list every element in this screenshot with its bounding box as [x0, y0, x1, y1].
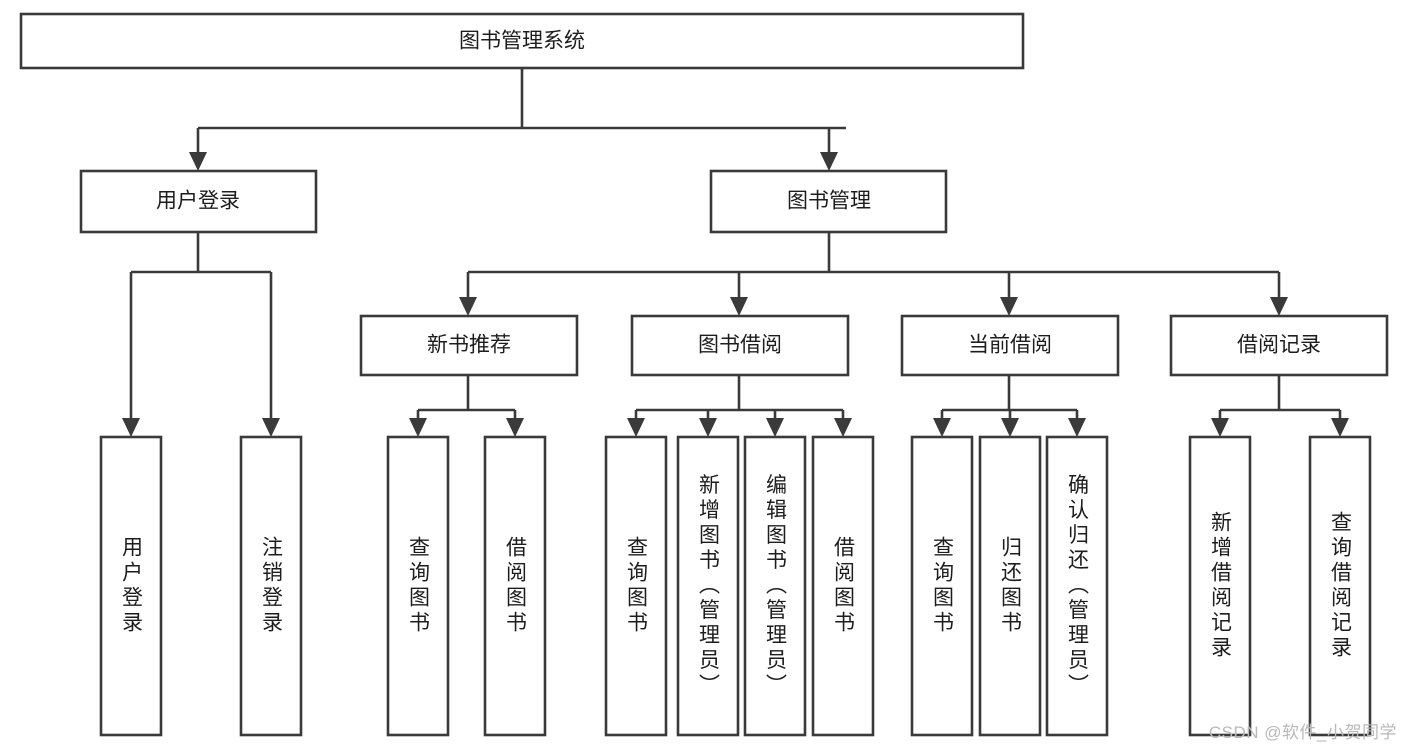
arrowhead-new-book-recommend [459, 297, 477, 316]
leaf-query-record-box[interactable] [1308, 435, 1372, 737]
arrowhead-leaf-confirm-return [1068, 418, 1086, 437]
leaf-query-book-1-box[interactable] [386, 435, 450, 737]
node-user-login-label: 用户登录 [156, 190, 240, 213]
arrowhead-leaf-add-book [699, 418, 717, 437]
leaf-user-logout-label: 注销登录 [260, 536, 284, 636]
leaf-query-book-3[interactable]: 查询图书 [910, 435, 974, 737]
node-book-borrow[interactable]: 图书借阅 [630, 314, 850, 377]
leaf-add-record-box[interactable] [1188, 435, 1252, 737]
arrowhead-leaf-borrow-book-2 [834, 418, 852, 437]
leaf-confirm-return-box[interactable] [1045, 435, 1109, 737]
leaf-user-logout-box[interactable] [239, 435, 303, 737]
leaf-borrow-book-1[interactable]: 借阅图书 [483, 435, 547, 737]
leaf-query-book-2-box[interactable] [604, 435, 668, 737]
node-book-management[interactable]: 图书管理 [709, 169, 948, 234]
leaf-add-book[interactable]: 新增图书（管理员） [676, 435, 740, 737]
leaf-user-login[interactable]: 用户登录 [99, 435, 163, 737]
node-current-borrow-label: 当前借阅 [968, 334, 1052, 357]
arrowhead-leaf-return-book [1001, 418, 1019, 437]
arrowhead-current-borrow [1000, 297, 1018, 316]
leaf-confirm-return[interactable]: 确认归还（管理员） [1045, 435, 1109, 737]
leaf-add-record[interactable]: 新增借阅记录 [1188, 435, 1252, 737]
leaf-borrow-book-1-box[interactable] [483, 435, 547, 737]
arrowhead-leaf-borrow-book-1 [506, 418, 524, 437]
node-borrow-record[interactable]: 借阅记录 [1169, 314, 1389, 377]
leaf-return-book[interactable]: 归还图书 [978, 435, 1042, 737]
arrowhead-leaf-add-record [1211, 418, 1229, 437]
connector-group [122, 68, 1349, 437]
leaf-edit-book-box[interactable] [743, 435, 807, 737]
arrowhead-leaf-edit-book [766, 418, 784, 437]
leaf-query-book-1-label: 查询图书 [407, 536, 431, 636]
node-current-borrow[interactable]: 当前借阅 [900, 314, 1120, 377]
arrowhead-leaf-user-login [122, 418, 140, 437]
node-book-management-label: 图书管理 [787, 190, 871, 213]
node-root[interactable]: 图书管理系统 [19, 12, 1025, 70]
leaf-borrow-book-2[interactable]: 借阅图书 [811, 435, 875, 737]
node-borrow-record-label: 借阅记录 [1237, 334, 1321, 357]
arrowhead-user-login [189, 152, 207, 171]
leaf-user-login-box[interactable] [99, 435, 163, 737]
leaf-query-book-3-label: 查询图书 [931, 536, 955, 636]
arrowhead-leaf-query-record [1331, 418, 1349, 437]
leaf-add-book-box[interactable] [676, 435, 740, 737]
leaf-return-book-label: 归还图书 [999, 536, 1023, 636]
node-root-box[interactable] [19, 12, 1025, 70]
node-book-borrow-label: 图书借阅 [698, 334, 782, 357]
leaf-confirm-return-label: 确认归还（管理员） [1066, 474, 1090, 699]
leaf-query-book-3-box[interactable] [910, 435, 974, 737]
arrowhead-book-borrow [730, 297, 748, 316]
node-new-book-recommend[interactable]: 新书推荐 [359, 314, 579, 377]
leaf-borrow-book-1-label: 借阅图书 [504, 536, 528, 636]
leaf-add-book-label: 新增图书（管理员） [697, 474, 721, 699]
leaf-user-logout[interactable]: 注销登录 [239, 435, 303, 737]
leaf-edit-book-label: 编辑图书（管理员） [764, 474, 788, 699]
leaf-query-book-2[interactable]: 查询图书 [604, 435, 668, 737]
arrowhead-leaf-user-logout [262, 418, 280, 437]
arrowhead-leaf-query-book-2 [627, 418, 645, 437]
node-new-book-recommend-label: 新书推荐 [427, 334, 511, 357]
node-book-borrow-box[interactable] [630, 314, 850, 377]
leaf-edit-book[interactable]: 编辑图书（管理员） [743, 435, 807, 737]
node-root-label: 图书管理系统 [459, 30, 585, 53]
arrowhead-leaf-query-book-3 [933, 418, 951, 437]
leaf-return-book-box[interactable] [978, 435, 1042, 737]
leaf-add-record-label: 新增借阅记录 [1209, 511, 1233, 661]
arrowhead-leaf-query-book-1 [409, 418, 427, 437]
node-user-login-box[interactable] [79, 169, 318, 234]
csdn-watermark: CSDN @软件_小贺同学 [1208, 723, 1397, 742]
leaf-query-book-2-label: 查询图书 [625, 536, 649, 636]
node-new-book-recommend-box[interactable] [359, 314, 579, 377]
leaf-query-record[interactable]: 查询借阅记录 [1308, 435, 1372, 737]
node-current-borrow-box[interactable] [900, 314, 1120, 377]
leaf-borrow-book-2-box[interactable] [811, 435, 875, 737]
leaf-query-book-1[interactable]: 查询图书 [386, 435, 450, 737]
arrowhead-book-management [820, 152, 838, 171]
leaf-query-record-label: 查询借阅记录 [1329, 511, 1353, 661]
arrowhead-borrow-record [1270, 297, 1288, 316]
leaf-user-login-label: 用户登录 [120, 536, 144, 636]
node-book-management-box[interactable] [709, 169, 948, 234]
leaf-borrow-book-2-label: 借阅图书 [832, 536, 856, 636]
node-borrow-record-box[interactable] [1169, 314, 1389, 377]
node-user-login[interactable]: 用户登录 [79, 169, 318, 234]
